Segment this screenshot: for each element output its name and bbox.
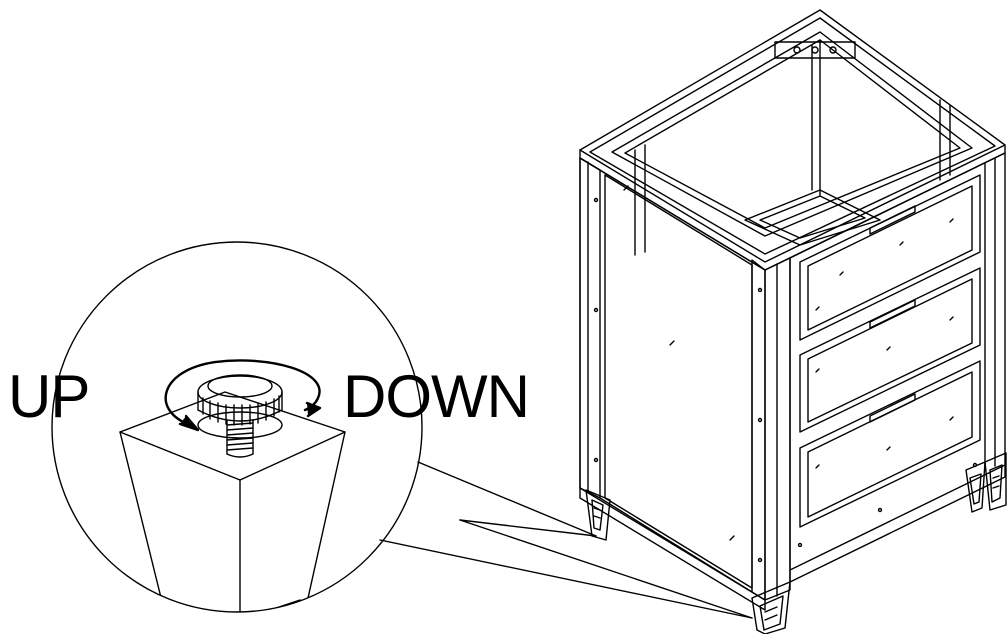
detail-circle	[51, 241, 423, 613]
leveling-foot-knob-icon	[197, 374, 283, 426]
threaded-stem	[226, 419, 254, 458]
cabinet-legs	[585, 452, 1007, 634]
cabinet-left-side	[579, 157, 766, 601]
label-up: UP	[8, 363, 90, 430]
back-bracket	[774, 41, 856, 59]
rotation-arrow-icon	[164, 359, 322, 432]
label-down: DOWN	[343, 363, 530, 430]
drawer-bottom	[799, 360, 981, 528]
callout-lines	[379, 461, 753, 619]
detail-callout	[51, 241, 423, 613]
front-leg	[751, 581, 791, 634]
cabinet-illustration	[579, 9, 1007, 634]
cabinet-front-post	[751, 259, 766, 601]
drawer-middle	[799, 267, 981, 433]
drawer-top	[799, 174, 981, 341]
